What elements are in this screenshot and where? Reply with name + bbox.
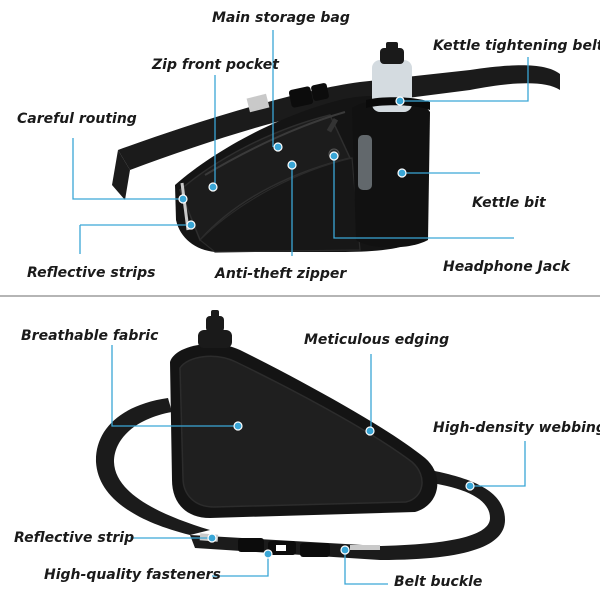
- back-view-bag: [95, 310, 505, 560]
- bottom-callout-lines: [111, 345, 526, 585]
- label-main-storage-bag: Main storage bag: [212, 10, 350, 26]
- label-careful-routing: Careful routing: [17, 111, 137, 127]
- water-bottle-bottom: [198, 310, 232, 348]
- front-view-bag: [112, 42, 560, 253]
- lower-compartment: [199, 157, 361, 253]
- label-high-quality-fasteners: High-quality fasteners: [44, 567, 221, 583]
- belt-buckle-top: [288, 83, 329, 108]
- waist-belt-top: [118, 65, 560, 170]
- label-meticulous-edging: Meticulous edging: [304, 332, 450, 348]
- quick-release-fasteners: [238, 538, 330, 557]
- zipper-line-main: [204, 111, 346, 176]
- bottom-callout-dots: [207, 421, 475, 559]
- waist-belt-left: [95, 398, 210, 535]
- label-belt-buckle: Belt buckle: [394, 574, 483, 590]
- bottle-holder: [352, 99, 430, 248]
- side-reflective-strip: [180, 182, 190, 231]
- label-reflective-strips: Reflective strips: [27, 265, 156, 281]
- label-high-density-webbing: High-density webbing: [433, 420, 600, 436]
- label-zip-front-pocket: Zip front pocket: [152, 57, 279, 73]
- label-headphone-jack: Headphone Jack: [443, 259, 570, 275]
- top-callout-dots: [178, 96, 407, 230]
- zipper-pull: [326, 117, 339, 133]
- waist-belt-right: [380, 470, 505, 560]
- label-reflective-strip: Reflective strip: [14, 530, 135, 546]
- breathable-mesh: [179, 355, 423, 508]
- belt-reflective-strip-right: [350, 545, 380, 550]
- label-kettle-tightening-belt: Kettle tightening belt: [433, 38, 600, 54]
- belt-tail-left: [112, 150, 130, 200]
- label-anti-theft-zipper: Anti-theft zipper: [215, 266, 347, 282]
- top-callout-lines: [72, 30, 529, 256]
- label-breathable-fabric: Breathable fabric: [21, 328, 159, 344]
- belt-reflective-stripe: [246, 93, 270, 113]
- label-kettle-bit: Kettle bit: [472, 195, 546, 211]
